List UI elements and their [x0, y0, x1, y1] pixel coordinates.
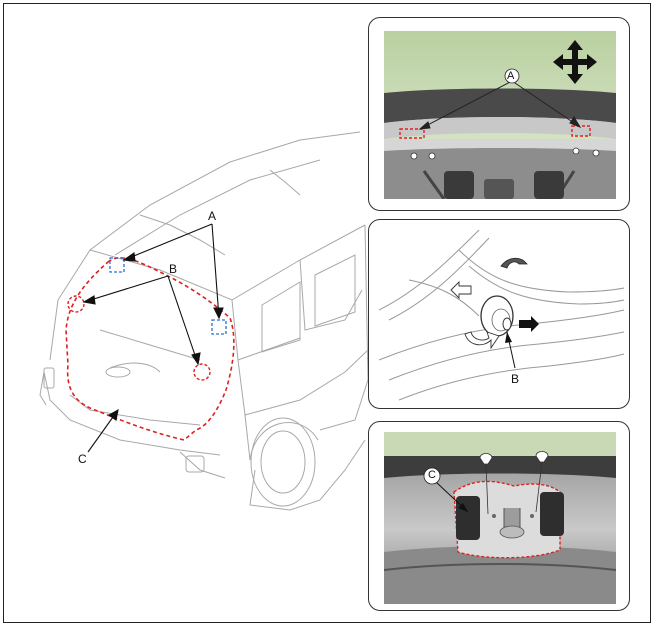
figure-frame: [3, 3, 651, 623]
callout-c-main: C: [78, 452, 87, 466]
callout-c-detail: C: [428, 469, 436, 481]
callout-a-main: A: [208, 209, 217, 223]
detail-bottom-photo: [384, 432, 616, 604]
detail-panel-top: A: [368, 17, 630, 211]
detail-middle-drawing: [378, 229, 625, 401]
four-way-arrow-icon: [553, 40, 597, 84]
marker-a-left: [109, 257, 125, 273]
callout-b-main: B: [169, 262, 178, 276]
detail-panel-middle: B: [368, 219, 630, 409]
callout-b-detail: B: [511, 372, 520, 386]
marker-a-right: [211, 319, 227, 335]
tailgate-outline-c: [65, 257, 235, 441]
leader-lines: [82, 223, 224, 453]
marker-b-left: [67, 295, 85, 313]
vehicle-outline: [39, 131, 369, 511]
detail-panel-bottom: C: [368, 421, 630, 611]
marker-b-right: [193, 363, 211, 381]
callout-a-detail: A: [507, 70, 515, 82]
